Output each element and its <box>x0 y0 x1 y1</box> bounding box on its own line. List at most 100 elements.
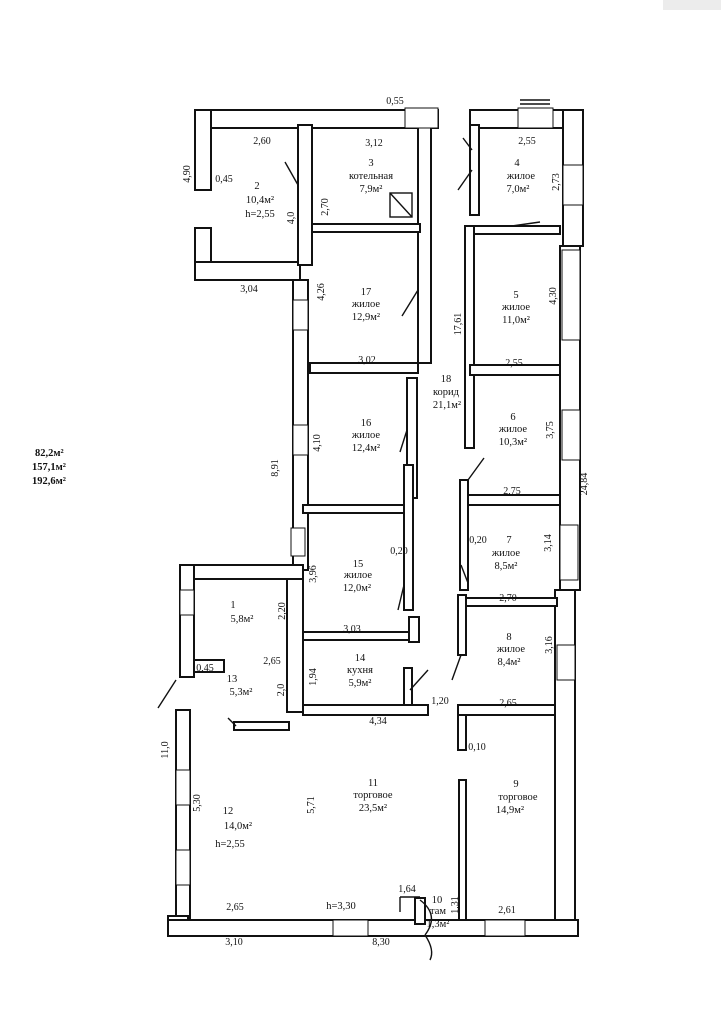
dim: 4,26 <box>316 283 327 301</box>
room-15-number: 15 <box>353 559 364 570</box>
room-1-number: 1 <box>230 600 235 611</box>
room-3-name: котельная <box>349 171 393 182</box>
dim: 2,20 <box>277 602 288 620</box>
dim: 5,71 <box>306 796 317 814</box>
dim: 3,14 <box>543 534 554 552</box>
dim: 2,65 <box>499 698 517 709</box>
room-8-name: жилое <box>496 644 525 655</box>
room-12-height: h=2,55 <box>215 839 245 850</box>
dim: 2,61 <box>498 905 516 916</box>
room-11-number: 11 <box>368 778 378 789</box>
room-4-area: 7,0м² <box>507 184 530 195</box>
room-18-name: корид <box>433 387 460 398</box>
room-3-number: 3 <box>368 158 373 169</box>
dim: 2,70 <box>499 593 517 604</box>
room-18-area: 21,1м² <box>433 400 461 411</box>
dim: 0,45 <box>215 174 233 185</box>
room-8-number: 8 <box>506 632 511 643</box>
room-13-number: 13 <box>227 674 238 685</box>
dim: 11,0 <box>160 741 171 758</box>
room-2-height: h=2,55 <box>245 209 275 220</box>
room-2-number: 2 <box>254 181 259 192</box>
dim: 1,20 <box>431 696 449 707</box>
room-11-area: 23,5м² <box>359 803 387 814</box>
room-17-area: 12,9м² <box>352 312 380 323</box>
dim: 2,0 <box>276 684 287 697</box>
dim: 24,84 <box>579 473 590 496</box>
room-8-area: 8,4м² <box>498 657 521 668</box>
room-15-name: жилое <box>343 570 372 581</box>
dim: 0,45 <box>196 663 214 674</box>
dim: 3,12 <box>365 138 383 149</box>
dim: 2,60 <box>253 136 271 147</box>
dim: 4,90 <box>182 165 193 183</box>
room-6-name: жилое <box>498 424 527 435</box>
room-18-number: 18 <box>441 374 452 385</box>
dim: 2,65 <box>226 902 244 913</box>
room-16-area: 12,4м² <box>352 443 380 454</box>
room-13-area: 5,3м² <box>230 687 253 698</box>
total-2: 157,1м² <box>32 462 66 473</box>
dim: 2,70 <box>320 198 331 216</box>
room-6-area: 10,3м² <box>499 437 527 448</box>
room-7-number: 7 <box>506 535 511 546</box>
room-14-number: 14 <box>355 653 366 664</box>
room-16-number: 16 <box>361 418 372 429</box>
dim: 2,55 <box>518 136 536 147</box>
dim: 2,65 <box>263 656 281 667</box>
dim: 2,75 <box>503 486 521 497</box>
dim: 4,10 <box>312 434 323 452</box>
room-2-area: 10,4м² <box>246 195 274 206</box>
dim: 2,55 <box>505 358 523 369</box>
room-12-area: 14,0м² <box>224 821 252 832</box>
room-5-number: 5 <box>513 290 518 301</box>
room-10-name: там <box>430 906 446 917</box>
dim: 3,10 <box>225 937 243 948</box>
dim: 3,02 <box>358 355 376 366</box>
room-1-area: 5,8м² <box>231 614 254 625</box>
dim: 4,0 <box>286 212 297 225</box>
area-totals: 82,2м² 157,1м² 192,6м² <box>32 448 66 487</box>
dim: 0,10 <box>468 742 486 753</box>
dim: 1,31 <box>450 896 461 914</box>
room-15-area: 12,0м² <box>343 583 371 594</box>
dim: 1,64 <box>398 884 416 895</box>
dim: 2,73 <box>551 173 562 191</box>
room-9-number: 9 <box>513 779 518 790</box>
room-4-number: 4 <box>514 158 520 169</box>
door-swings <box>157 99 550 961</box>
room-17-name: жилое <box>351 299 380 310</box>
dimension-labels: 0,55 2,60 3,12 2,55 0,45 3,04 3,02 2,55 … <box>160 96 590 948</box>
dim: 5,30 <box>192 794 203 812</box>
dim: 3,04 <box>240 284 258 295</box>
dim: 3,75 <box>545 421 556 439</box>
room-9-name: торговое <box>498 792 538 803</box>
room-12-number: 12 <box>223 806 234 817</box>
room-17-number: 17 <box>361 287 372 298</box>
dim: 8,30 <box>372 937 390 948</box>
dim: 3,16 <box>544 636 555 654</box>
room-4-name: жилое <box>506 171 535 182</box>
windows <box>175 107 584 937</box>
room-7-area: 8,5м² <box>495 561 518 572</box>
room-11-height: h=3,30 <box>326 901 356 912</box>
room-10-area: 1,3м² <box>427 919 450 930</box>
room-3-area: 7,9м² <box>360 184 383 195</box>
room-9-area: 14,9м² <box>496 805 524 816</box>
room-5-name: жилое <box>501 302 530 313</box>
dim: 8,91 <box>270 459 281 477</box>
total-1: 82,2м² <box>35 448 64 459</box>
dim: 3,03 <box>343 624 361 635</box>
room-14-name: кухня <box>347 665 373 676</box>
dim: 0,20 <box>469 535 487 546</box>
room-5-area: 11,0м² <box>502 315 530 326</box>
dim: 1,94 <box>308 668 319 686</box>
room-10-number: 10 <box>432 895 443 906</box>
room-16-name: жилое <box>351 430 380 441</box>
dim: 3,96 <box>308 565 319 583</box>
dim: 4,34 <box>369 716 387 727</box>
dim: 17,61 <box>453 313 464 336</box>
dim: 0,55 <box>386 96 404 107</box>
room-labels: 2 10,4м² h=2,55 3 котельная 7,9м² 4 жило… <box>215 158 538 930</box>
room-6-number: 6 <box>510 412 515 423</box>
